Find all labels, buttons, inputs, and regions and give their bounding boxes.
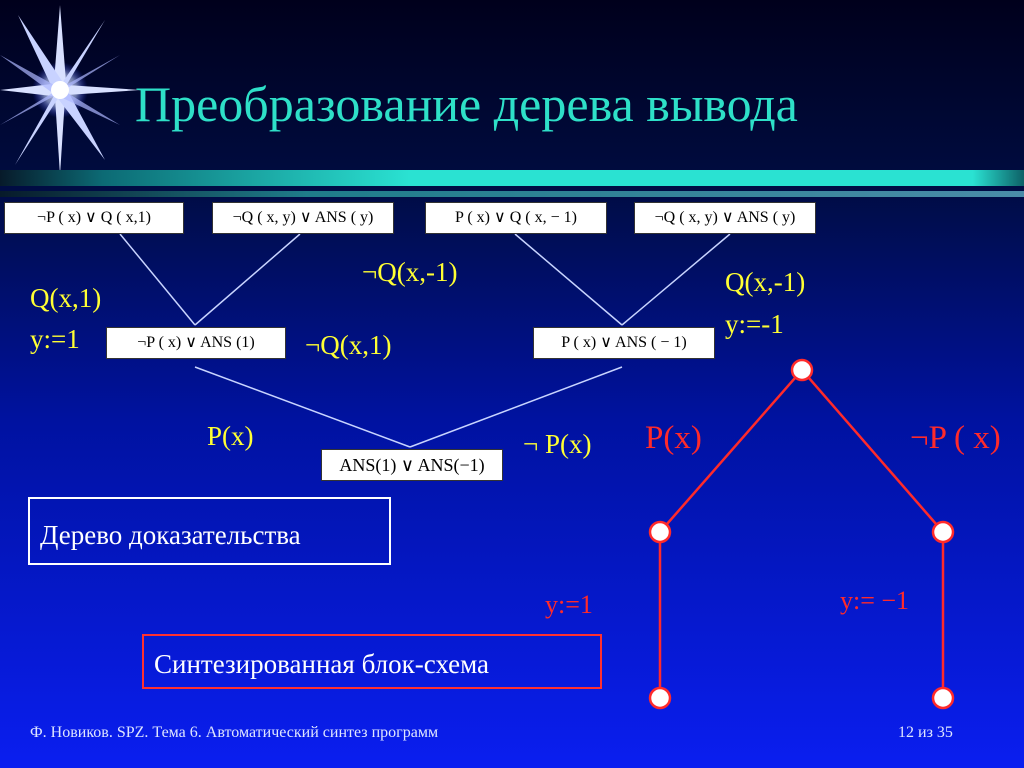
- leaf-clause-2: ¬Q ( x, y) ∨ ANS ( y): [212, 202, 394, 234]
- flowchart-branch-left-label: P(x): [645, 420, 702, 456]
- title-underline-bar: [0, 170, 1024, 186]
- label-q-x-minus1: Q(x,-1): [725, 267, 806, 297]
- flowchart-caption: Синтезированная блок-схема: [142, 634, 602, 689]
- leaf-clause-1: ¬P ( x) ∨ Q ( x,1): [4, 202, 184, 234]
- star-burst-icon: [0, 5, 140, 175]
- label-p-x: P(x): [207, 421, 254, 451]
- leaf-clause-4: ¬Q ( x, y) ∨ ANS ( y): [634, 202, 816, 234]
- flowchart-node-end-left: [648, 686, 672, 710]
- label-neg-q-x1: ¬Q(x,1): [305, 330, 392, 360]
- label-y-assign-1: y:=1: [30, 324, 80, 354]
- middle-clause-2: P ( x) ∨ ANS ( − 1): [533, 327, 715, 359]
- leaf-clause-3: P ( x) ∨ Q ( x, − 1): [425, 202, 607, 234]
- title-underline-thin-bar: [0, 191, 1024, 197]
- label-neg-q-x-minus1: ¬Q(x,-1): [362, 257, 458, 287]
- slide-number: 12 из 35: [898, 724, 953, 741]
- flowchart-branch-right-label: ¬P ( x): [910, 420, 1001, 456]
- flowchart-assign-left: y:=1: [545, 590, 593, 619]
- label-q-x1: Q(x,1): [30, 283, 102, 313]
- flowchart-node-right: [931, 520, 955, 544]
- middle-clause-1: ¬P ( x) ∨ ANS (1): [106, 327, 286, 359]
- proof-tree-caption: Дерево доказательства: [28, 497, 391, 565]
- flowchart-assign-right: y:= −1: [840, 586, 910, 615]
- label-neg-p-x: ¬ P(x): [523, 429, 592, 459]
- root-clause: ANS(1) ∨ ANS(−1): [321, 449, 503, 481]
- flowchart-node-start: [790, 358, 814, 382]
- slide-title: Преобразование дерева вывода: [135, 76, 798, 132]
- label-y-assign-minus1: y:=-1: [725, 309, 784, 339]
- flowchart-node-left: [648, 520, 672, 544]
- flowchart-node-end-right: [931, 686, 955, 710]
- footer-text: Ф. Новиков. SPZ. Тема 6. Автоматический …: [30, 724, 439, 741]
